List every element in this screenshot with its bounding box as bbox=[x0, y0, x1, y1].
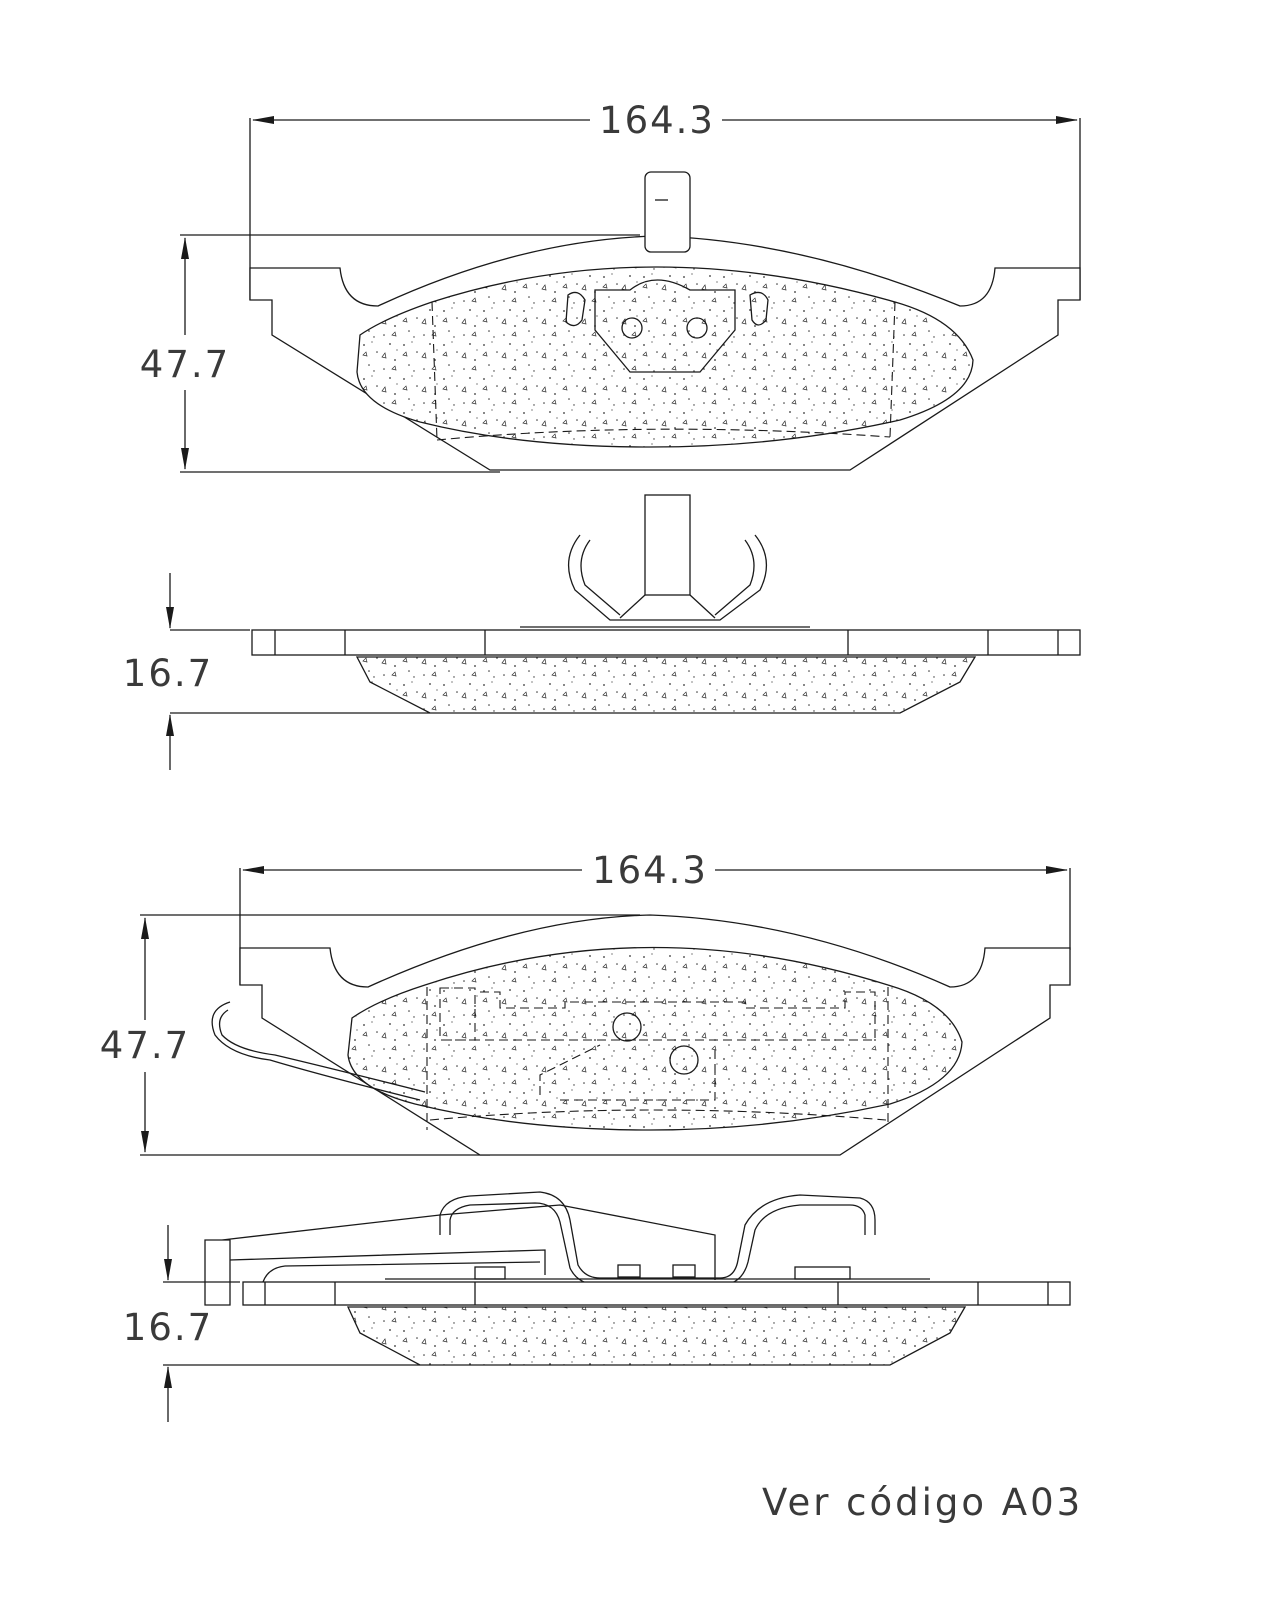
height-dimension: 47.7 bbox=[140, 234, 640, 473]
wear-sensor-wire bbox=[211, 1001, 426, 1101]
thickness-dimension: 16.7 bbox=[123, 573, 430, 770]
shim-outline bbox=[594, 279, 736, 373]
height-dimension: 47.7 bbox=[100, 914, 640, 1156]
retaining-clip bbox=[568, 534, 767, 621]
friction-pad-side bbox=[355, 656, 977, 714]
width-dimension: 164.3 bbox=[249, 99, 1081, 300]
backing-plate-side bbox=[251, 629, 1081, 656]
wear-sensor-clip bbox=[204, 1204, 716, 1306]
abutment-tab bbox=[644, 171, 691, 253]
abutment-tab bbox=[644, 494, 691, 596]
top-side-view: 16.7 bbox=[123, 494, 1081, 770]
width-label: 164.3 bbox=[592, 849, 708, 892]
bottom-front-view: 164.3 47.7 bbox=[100, 849, 1071, 1156]
width-label: 164.3 bbox=[599, 99, 715, 142]
bottom-side-view: 16.7 bbox=[123, 1191, 1071, 1422]
friction-pad bbox=[356, 266, 974, 448]
friction-pad-side bbox=[346, 1306, 967, 1366]
height-label: 47.7 bbox=[100, 1024, 190, 1067]
backing-plate-side bbox=[242, 1281, 1071, 1306]
thickness-label: 16.7 bbox=[123, 1306, 213, 1349]
width-dimension: 164.3 bbox=[239, 849, 1071, 985]
thickness-dimension: 16.7 bbox=[123, 1225, 420, 1422]
top-front-view: 164.3 47.7 bbox=[140, 99, 1081, 473]
height-label: 47.7 bbox=[140, 343, 230, 386]
thickness-label: 16.7 bbox=[123, 652, 213, 695]
reference-note: Ver código A03 bbox=[762, 1481, 1083, 1524]
